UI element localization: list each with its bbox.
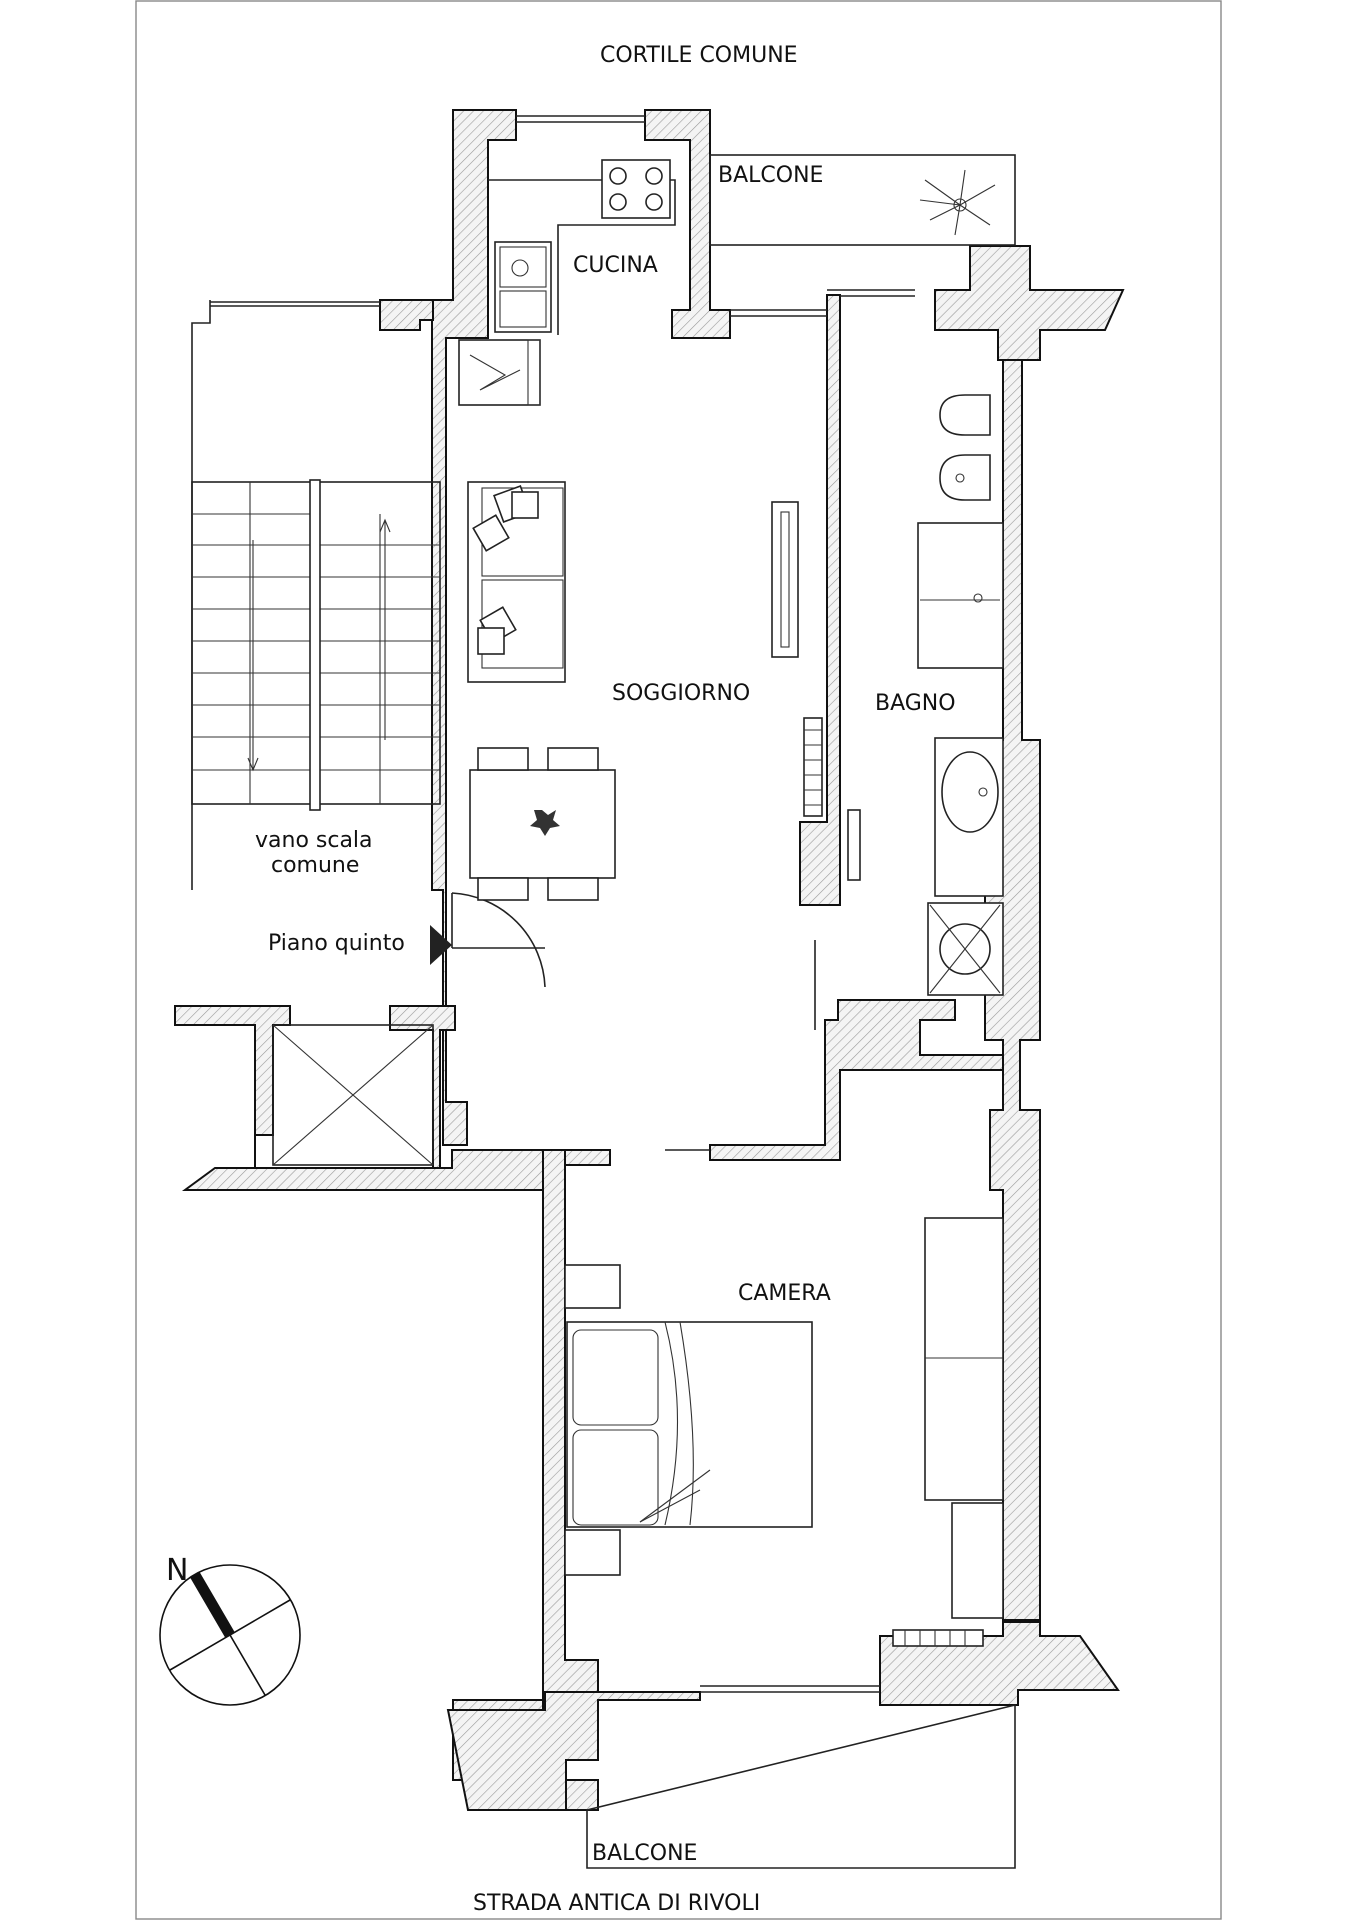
balcony-top-outline	[709, 154, 1016, 246]
wall-bath-lower	[709, 999, 1004, 1161]
label-balcone-bottom: BALCONE	[592, 1841, 697, 1866]
palm-icon	[919, 169, 996, 236]
label-camera: CAMERA	[738, 1281, 831, 1306]
label-cucina: CUCINA	[573, 253, 658, 278]
entry-arrow-icon	[430, 925, 452, 965]
towel-radiator	[847, 809, 861, 881]
toilet	[939, 394, 991, 436]
label-cortile: CORTILE COMUNE	[600, 43, 798, 68]
nightstand-top	[564, 1264, 621, 1309]
label-bagno: BAGNO	[875, 691, 956, 716]
label-stair-2: comune	[271, 853, 359, 878]
wall-kitchen-right	[644, 109, 731, 339]
north-compass	[159, 1564, 301, 1706]
living-furniture	[467, 481, 823, 1151]
tv-unit	[771, 501, 799, 658]
label-soggiorno: SOGGIORNO	[612, 681, 750, 706]
label-strada: STRADA ANTICA DI RIVOLI	[473, 1891, 760, 1916]
label-stair-1: vano scala	[255, 828, 373, 853]
label-balcone-top: BALCONE	[718, 163, 823, 188]
wardrobe	[924, 1217, 1004, 1501]
balcony-bottom-outline	[586, 1703, 1016, 1869]
north-needle	[190, 1572, 235, 1638]
shower	[917, 522, 1004, 669]
label-north: N	[166, 1553, 188, 1588]
bedroom-radiator	[892, 1629, 984, 1647]
sheet-border	[135, 0, 1222, 1920]
bedroom-furniture	[564, 1217, 1004, 1647]
bathroom-fixtures	[847, 394, 1004, 996]
dresser	[951, 1502, 1004, 1619]
windows	[210, 115, 915, 1693]
wall-living-bath	[799, 294, 841, 906]
stair-well	[191, 300, 441, 890]
entry-door	[430, 892, 546, 988]
label-piano: Piano quinto	[268, 931, 405, 956]
wall-right-outer	[984, 359, 1041, 1621]
plant-icon	[530, 810, 560, 836]
elevator-shaft	[272, 1024, 434, 1166]
wall-shaft-right	[389, 1005, 456, 1169]
nightstand-bottom	[564, 1529, 621, 1576]
radiator	[803, 717, 823, 817]
walls	[174, 109, 1125, 1811]
wall-stair-corner	[379, 299, 434, 331]
stove	[601, 159, 671, 219]
wall-corner-top-right	[934, 245, 1125, 361]
wall-bedroom-bottom-left	[446, 1691, 701, 1811]
kitchen-fixtures	[458, 159, 676, 406]
bidet	[939, 454, 991, 501]
